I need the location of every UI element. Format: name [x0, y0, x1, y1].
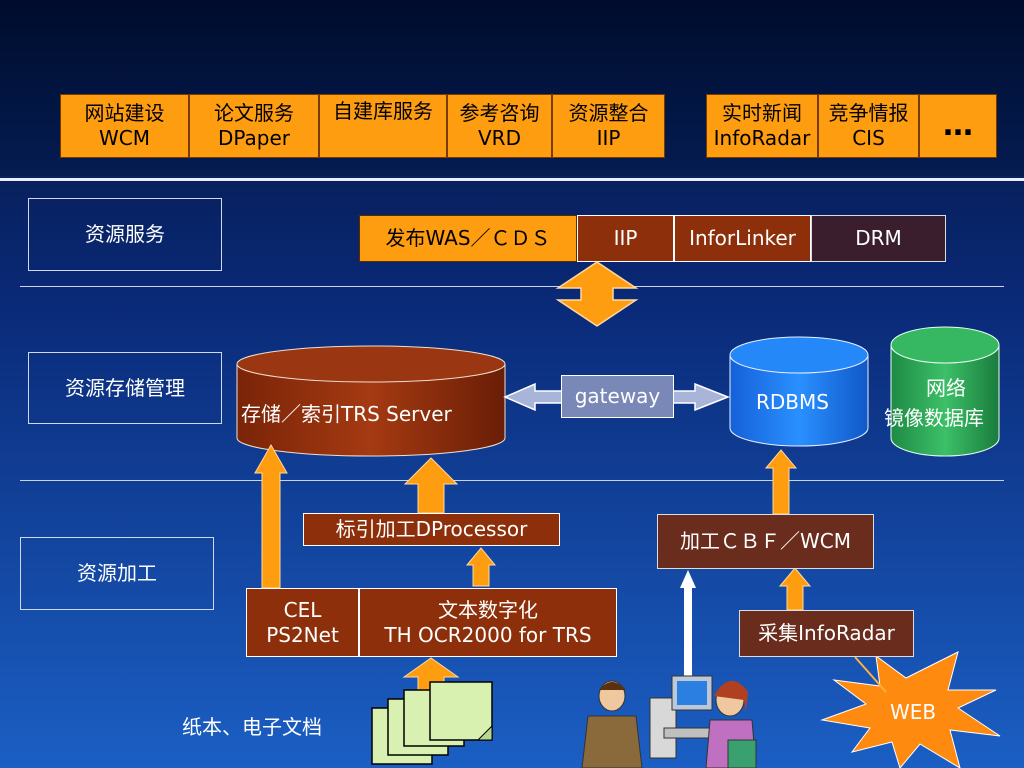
- header-separator: [0, 178, 1024, 181]
- gateway-label: gateway: [561, 375, 674, 418]
- layer-label-processing: 资源加工: [20, 537, 214, 610]
- document-stack-icon: [371, 681, 493, 765]
- service-bar-publish: 发布WAS／ＣＤＳ: [359, 215, 577, 262]
- web-pointer-line: [854, 656, 887, 693]
- inforadar-collect-box: 采集InfoRadar: [739, 610, 914, 657]
- service-more: …: [919, 94, 997, 158]
- rdbms-label: RDBMS: [756, 390, 829, 414]
- mirror-db-label-line1: 网络: [926, 376, 966, 400]
- arrow-up-icon: [403, 457, 459, 514]
- divider-storage-processing: [20, 480, 1004, 481]
- trs-server-label: 存储／索引TRS Server: [241, 402, 452, 426]
- arrow-up-icon: [764, 449, 798, 515]
- cbf-wcm-box: 加工ＣＢＦ／WCM: [657, 514, 874, 569]
- docs-label: 纸本、电子文档: [182, 715, 322, 739]
- mirror-db-cylinder: [890, 326, 1000, 457]
- service-bar-inforlinker: InforLinker: [674, 215, 811, 262]
- divider-service-storage: [20, 286, 1004, 287]
- arrow-up-icon: [680, 570, 696, 682]
- dprocessor-box: 标引加工DProcessor: [303, 513, 560, 546]
- arrow-up-icon: [465, 547, 497, 587]
- service-bar-drm: DRM: [811, 215, 946, 262]
- rdbms-cylinder: [729, 336, 869, 447]
- arrow-up-icon: [254, 443, 288, 589]
- service-bar-iip: IIP: [577, 215, 674, 262]
- people-computer-icon: [581, 675, 757, 768]
- web-label: WEB: [890, 700, 937, 724]
- mirror-db-label-line2: 镜像数据库: [884, 406, 984, 430]
- arrow-up-icon: [778, 567, 812, 611]
- double-arrow-icon: [555, 261, 639, 327]
- layer-label-storage: 资源存储管理: [28, 352, 222, 424]
- service-selfbuilt-db: 自建库服务: [319, 94, 447, 158]
- layer-label-service: 资源服务: [28, 198, 222, 271]
- trs-server-cylinder: [236, 345, 506, 457]
